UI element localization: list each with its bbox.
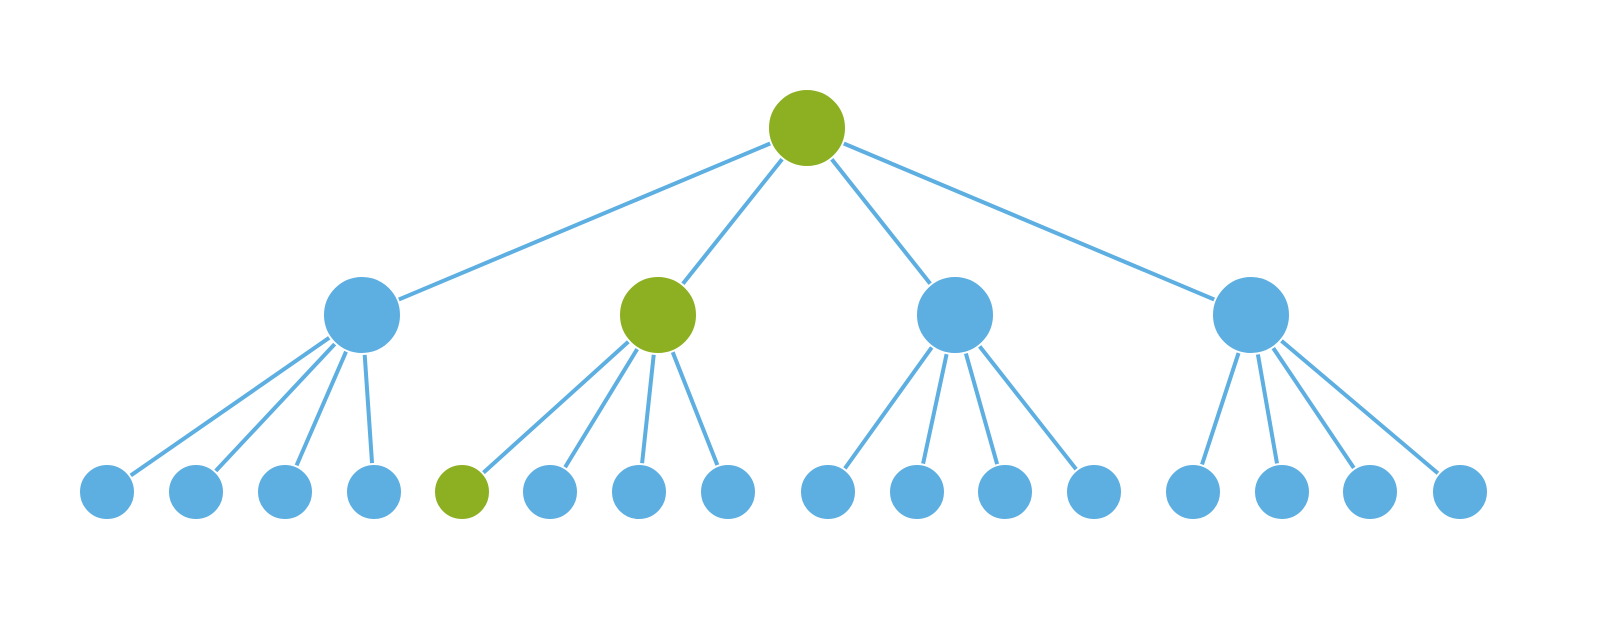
edge-root-to-child-1 — [361, 126, 808, 317]
leaf-node-11 — [976, 463, 1034, 521]
leaf-node-1 — [78, 463, 136, 521]
leaf-node-13 — [1164, 463, 1222, 521]
root-node — [767, 88, 847, 168]
leaf-node-10 — [888, 463, 946, 521]
nodes — [78, 88, 1489, 521]
child-node-3 — [915, 275, 995, 355]
leaf-node-15 — [1341, 463, 1399, 521]
leaf-node-14 — [1253, 463, 1311, 521]
leaf-node-5 — [433, 463, 491, 521]
edge-child-1-to-leaf-2 — [194, 313, 364, 494]
leaf-node-2 — [167, 463, 225, 521]
leaf-node-9 — [799, 463, 857, 521]
leaf-node-3 — [256, 463, 314, 521]
leaf-node-7 — [610, 463, 668, 521]
leaf-node-16 — [1431, 463, 1489, 521]
leaf-node-4 — [345, 463, 403, 521]
edge-child-2-to-leaf-5 — [460, 313, 660, 494]
edge-child-1-to-leaf-1 — [105, 313, 364, 494]
edge-root-to-child-4 — [806, 126, 1252, 317]
child-node-2 — [618, 275, 698, 355]
child-node-4 — [1211, 275, 1291, 355]
leaf-node-6 — [521, 463, 579, 521]
leaf-node-8 — [699, 463, 757, 521]
child-node-1 — [322, 275, 402, 355]
leaf-node-12 — [1065, 463, 1123, 521]
edge-child-4-to-leaf-16 — [1249, 313, 1462, 494]
